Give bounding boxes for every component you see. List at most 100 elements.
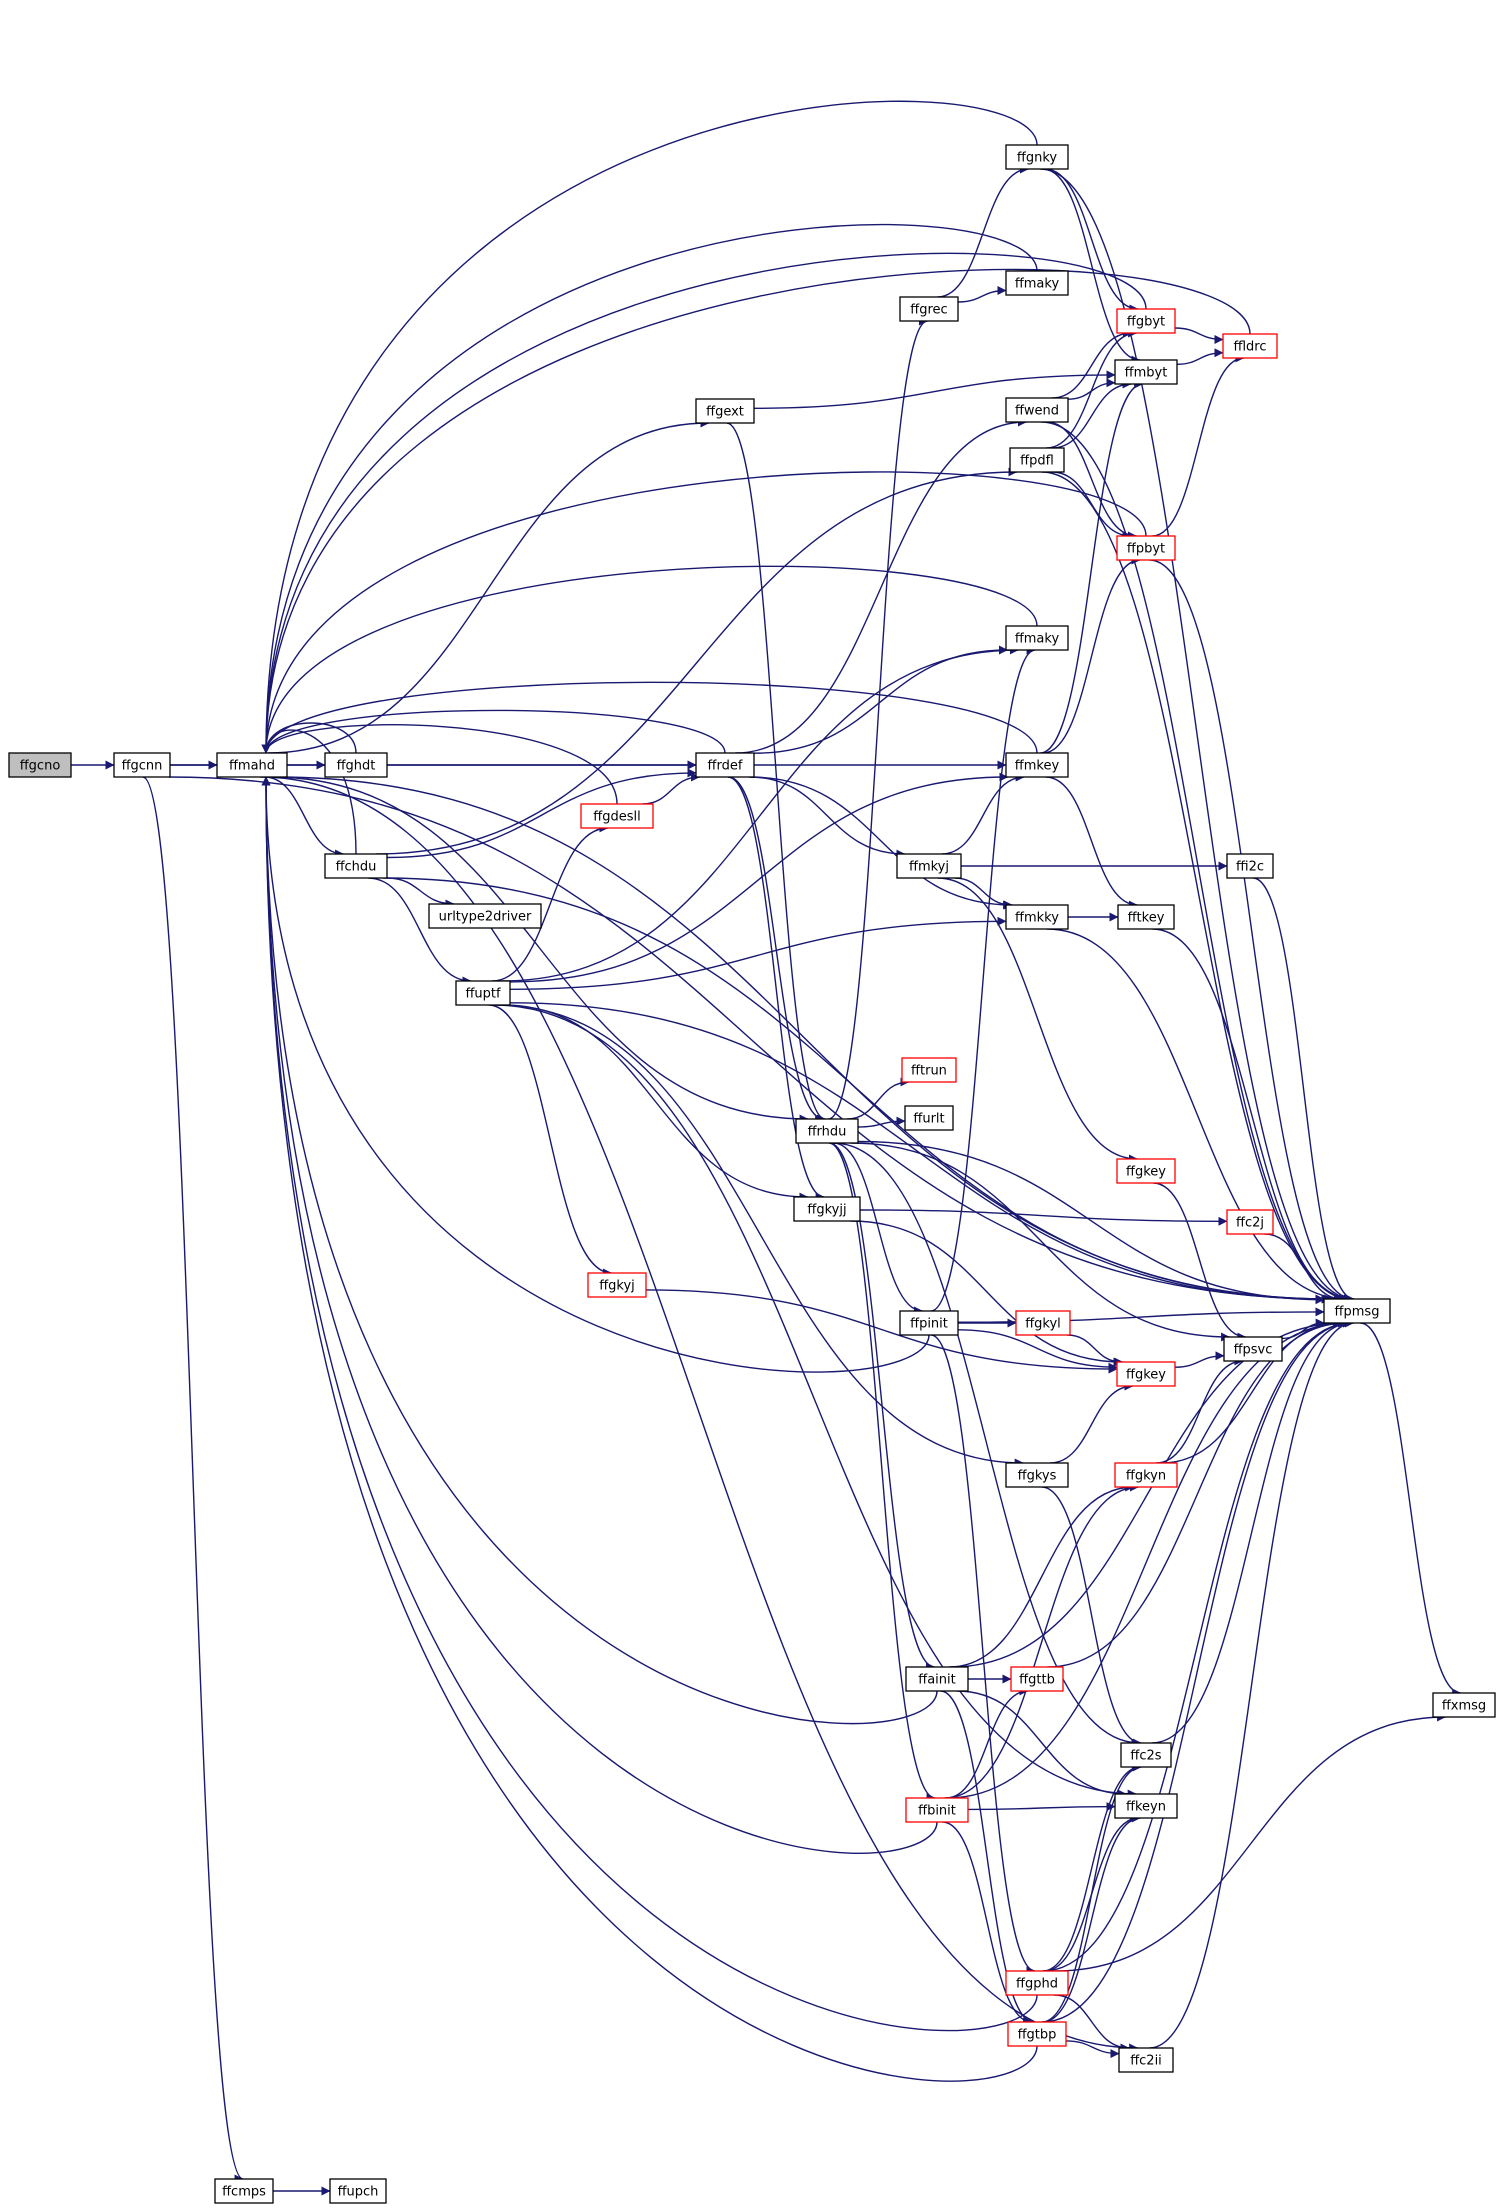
node-box-ffgkyj[interactable]	[587, 1272, 647, 1298]
node-ffgcnn[interactable]: ffgcnn	[113, 752, 171, 778]
node-ffainit[interactable]: ffainit	[905, 1666, 969, 1692]
node-ffxmsg[interactable]: ffxmsg	[1432, 1692, 1496, 1718]
node-ffgphd[interactable]: ffgphd	[1005, 1970, 1069, 1996]
node-box-ffpsvc[interactable]	[1223, 1336, 1283, 1362]
node-ffc2ii[interactable]: ffc2ii	[1118, 2047, 1174, 2073]
node-box-ffgtbp[interactable]	[1007, 2021, 1067, 2047]
node-ffmaky[interactable]: ffmaky	[1005, 625, 1069, 651]
node-ffmbyt[interactable]: ffmbyt	[1114, 359, 1178, 385]
node-ffrhdu[interactable]: ffrhdu	[795, 1118, 859, 1144]
node-ffcmps[interactable]: ffcmps	[214, 2178, 274, 2204]
node-box-ffmkyj[interactable]	[896, 853, 962, 879]
node-box-fftkey[interactable]	[1117, 904, 1175, 930]
node-ffgnky[interactable]: ffgnky	[1005, 144, 1069, 170]
node-box-fftrun[interactable]	[901, 1057, 957, 1083]
node-box-ffgnky[interactable]	[1005, 144, 1069, 170]
node-ffpdfl[interactable]: ffpdfl	[1009, 447, 1065, 473]
node-box-ffurlt[interactable]	[904, 1105, 954, 1131]
node-box-ffrdef[interactable]	[695, 752, 755, 778]
node-box-ffc2j[interactable]	[1226, 1209, 1274, 1235]
node-ffgkyn[interactable]: ffgkyn	[1114, 1462, 1178, 1488]
node-box-ffgkey[interactable]	[1116, 1361, 1176, 1387]
node-ffghdt[interactable]: ffghdt	[324, 752, 388, 778]
node-box-ffc2ii[interactable]	[1118, 2047, 1174, 2073]
node-ffgrec[interactable]: ffgrec	[899, 296, 959, 322]
node-ffgkey[interactable]: ffgkey	[1116, 1361, 1176, 1387]
node-box-ffmaky_top[interactable]	[1005, 270, 1069, 296]
node-ffbinit[interactable]: ffbinit	[905, 1797, 969, 1823]
node-ffgext[interactable]: ffgext	[695, 398, 755, 424]
node-ffpbyt[interactable]: ffpbyt	[1116, 535, 1176, 561]
node-ffupch[interactable]: ffupch	[329, 2178, 387, 2204]
node-ffmahd[interactable]: ffmahd	[216, 752, 288, 778]
node-box-ffpdfl[interactable]	[1009, 447, 1065, 473]
node-box-ffchdu[interactable]	[324, 853, 388, 879]
node-box-ffpmsg[interactable]	[1323, 1298, 1391, 1324]
node-ffmkey[interactable]: ffmkey	[1005, 752, 1069, 778]
node-box-ffmkky[interactable]	[1005, 904, 1069, 930]
node-box-ffainit[interactable]	[905, 1666, 969, 1692]
node-ffwend[interactable]: ffwend	[1005, 397, 1069, 423]
node-fftkey[interactable]: fftkey	[1117, 904, 1175, 930]
node-ffgdesll[interactable]: ffgdesll	[580, 803, 654, 829]
node-box-ffc2s[interactable]	[1120, 1742, 1172, 1768]
node-box-ffxmsg[interactable]	[1432, 1692, 1496, 1718]
node-ffrdef[interactable]: ffrdef	[695, 752, 755, 778]
node-ffchdu[interactable]: ffchdu	[324, 853, 388, 879]
node-box-ffmbyt[interactable]	[1114, 359, 1178, 385]
node-box-ffgcno[interactable]	[8, 752, 72, 778]
node-box-ffgkey_small[interactable]	[1116, 1158, 1176, 1184]
node-ffmkky[interactable]: ffmkky	[1005, 904, 1069, 930]
node-ffi2c[interactable]: ffi2c	[1226, 853, 1274, 879]
node-box-ffgrec[interactable]	[899, 296, 959, 322]
node-ffmaky_top[interactable]: ffmaky	[1005, 270, 1069, 296]
node-box-ffmahd[interactable]	[216, 752, 288, 778]
node-box-ffgttb[interactable]	[1010, 1666, 1064, 1692]
node-box-ffgphd[interactable]	[1005, 1970, 1069, 1996]
node-box-ffgcnn[interactable]	[113, 752, 171, 778]
node-box-ffgkyn[interactable]	[1114, 1462, 1178, 1488]
node-box-ffghdt[interactable]	[324, 752, 388, 778]
node-urltype2driver[interactable]: urltype2driver	[428, 903, 542, 929]
node-ffurlt[interactable]: ffurlt	[904, 1105, 954, 1131]
node-ffmkyj[interactable]: ffmkyj	[896, 853, 962, 879]
node-ffgkey_small[interactable]: ffgkey	[1116, 1158, 1176, 1184]
node-box-ffuptf[interactable]	[455, 980, 511, 1006]
node-fftrun[interactable]: fftrun	[901, 1057, 957, 1083]
node-box-ffgext[interactable]	[695, 398, 755, 424]
node-box-ffldrc[interactable]	[1222, 333, 1278, 359]
node-ffgkys[interactable]: ffgkys	[1005, 1462, 1069, 1488]
node-ffc2j[interactable]: ffc2j	[1226, 1209, 1274, 1235]
node-ffgkyj[interactable]: ffgkyj	[587, 1272, 647, 1298]
node-box-ffupch[interactable]	[329, 2178, 387, 2204]
node-box-ffgkys[interactable]	[1005, 1462, 1069, 1488]
node-ffpmsg[interactable]: ffpmsg	[1323, 1298, 1391, 1324]
node-box-ffmkey[interactable]	[1005, 752, 1069, 778]
node-box-ffgbyt[interactable]	[1116, 308, 1176, 334]
node-box-ffmaky[interactable]	[1005, 625, 1069, 651]
node-ffpinit[interactable]: ffpinit	[899, 1310, 959, 1336]
node-ffldrc[interactable]: ffldrc	[1222, 333, 1278, 359]
node-ffgkyjj[interactable]: ffgkyjj	[793, 1196, 861, 1222]
node-box-ffrhdu[interactable]	[795, 1118, 859, 1144]
node-ffgcno[interactable]: ffgcno	[8, 752, 72, 778]
node-ffc2s[interactable]: ffc2s	[1120, 1742, 1172, 1768]
node-box-ffcmps[interactable]	[214, 2178, 274, 2204]
node-ffgtbp[interactable]: ffgtbp	[1007, 2021, 1067, 2047]
node-box-ffwend[interactable]	[1005, 397, 1069, 423]
node-box-ffkeyn[interactable]	[1114, 1793, 1178, 1819]
node-box-ffi2c[interactable]	[1226, 853, 1274, 879]
node-box-ffgdesll[interactable]	[580, 803, 654, 829]
node-box-ffbinit[interactable]	[905, 1797, 969, 1823]
node-ffuptf[interactable]: ffuptf	[455, 980, 511, 1006]
node-ffgttb[interactable]: ffgttb	[1010, 1666, 1064, 1692]
node-box-ffgkyl[interactable]	[1015, 1310, 1071, 1336]
node-ffkeyn[interactable]: ffkeyn	[1114, 1793, 1178, 1819]
node-box-ffpbyt[interactable]	[1116, 535, 1176, 561]
node-box-ffgkyjj[interactable]	[793, 1196, 861, 1222]
node-box-ffpinit[interactable]	[899, 1310, 959, 1336]
node-ffgkyl[interactable]: ffgkyl	[1015, 1310, 1071, 1336]
node-box-urltype2driver[interactable]	[428, 903, 542, 929]
node-ffgbyt[interactable]: ffgbyt	[1116, 308, 1176, 334]
node-ffpsvc[interactable]: ffpsvc	[1223, 1336, 1283, 1362]
